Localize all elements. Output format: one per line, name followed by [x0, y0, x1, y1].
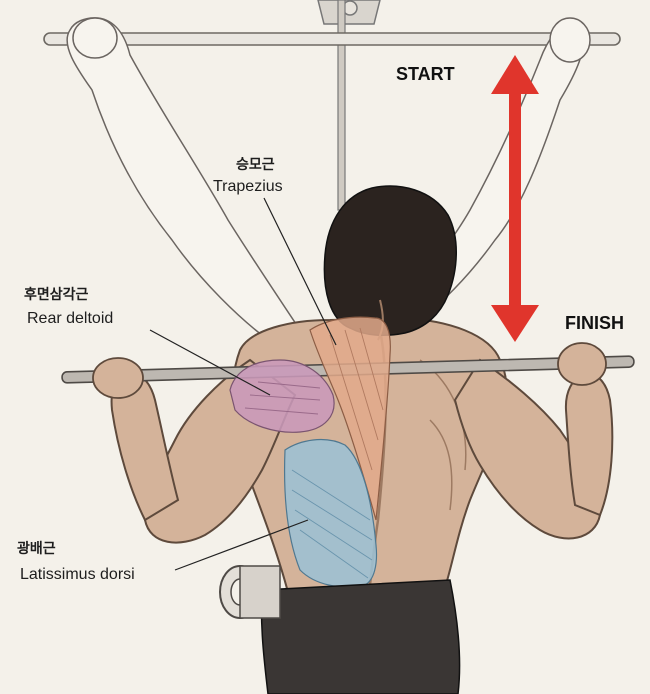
leader-rear-deltoid — [149, 329, 271, 396]
hands — [92, 342, 607, 399]
shorts — [260, 579, 461, 694]
upper-bar — [43, 32, 621, 46]
latissimus-dorsi-korean-label: 광배근 — [17, 541, 56, 557]
rear-deltoid-label: Rear deltoid — [27, 310, 114, 327]
cable-machine — [317, 0, 381, 211]
start-label: START — [396, 64, 455, 84]
muscle-rear-deltoid — [229, 359, 335, 433]
muscle-latissimus-dorsi — [283, 439, 378, 588]
muscle-trapezius — [309, 316, 391, 521]
seat-pad — [219, 565, 281, 619]
leader-lines — [149, 197, 337, 571]
ghost-arms — [66, 17, 591, 346]
leader-latissimus-dorsi — [174, 519, 309, 571]
leader-trapezius — [263, 197, 337, 346]
finish-label: FINISH — [565, 313, 625, 333]
trapezius-label: Trapezius — [213, 178, 283, 195]
movement-arrow — [491, 55, 539, 342]
trapezius-korean-label: 승모근 — [236, 157, 275, 173]
rear-deltoid-korean-label: 후면삼각근 — [24, 287, 89, 303]
latissimus-dorsi-label: Latissimus dorsi — [20, 566, 135, 583]
